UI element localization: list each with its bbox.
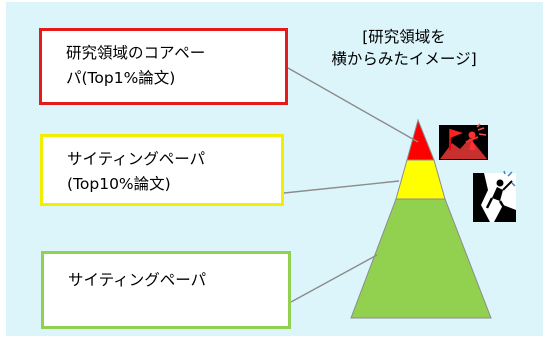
core-paper-box: 研究領域のコアペー パ(Top1%論文) [39, 28, 288, 105]
pyramid-tier-top [406, 118, 435, 161]
connector-line-core [287, 67, 419, 143]
side-view-heading: [研究領域を 横からみたイメージ] [304, 26, 504, 70]
citing-paper-box: サイティングペーパ [41, 251, 291, 329]
side-view-heading-line1: [研究領域を [362, 28, 446, 46]
pyramid-tier-base [350, 198, 492, 319]
citing-paper-top10-label-line1: サイティングペーパ [67, 150, 206, 168]
connector-line-citing10 [283, 180, 400, 194]
side-view-heading-line2: 横からみたイメージ] [331, 50, 477, 68]
climber-icon [473, 170, 516, 222]
summit-flag-icon [439, 123, 488, 160]
citing-paper-top10-box: サイティングペーパ (Top10%論文) [40, 134, 284, 206]
citing-paper-top10-label-line2: (Top10%論文) [67, 175, 171, 193]
pyramid-tier-middle [395, 159, 446, 200]
connector-line-citing [290, 254, 378, 303]
core-paper-label-line1: 研究領域のコアペー [66, 44, 206, 62]
core-paper-label-line2: パ(Top1%論文) [66, 69, 176, 87]
citing-paper-label: サイティングペーパ [68, 271, 207, 289]
